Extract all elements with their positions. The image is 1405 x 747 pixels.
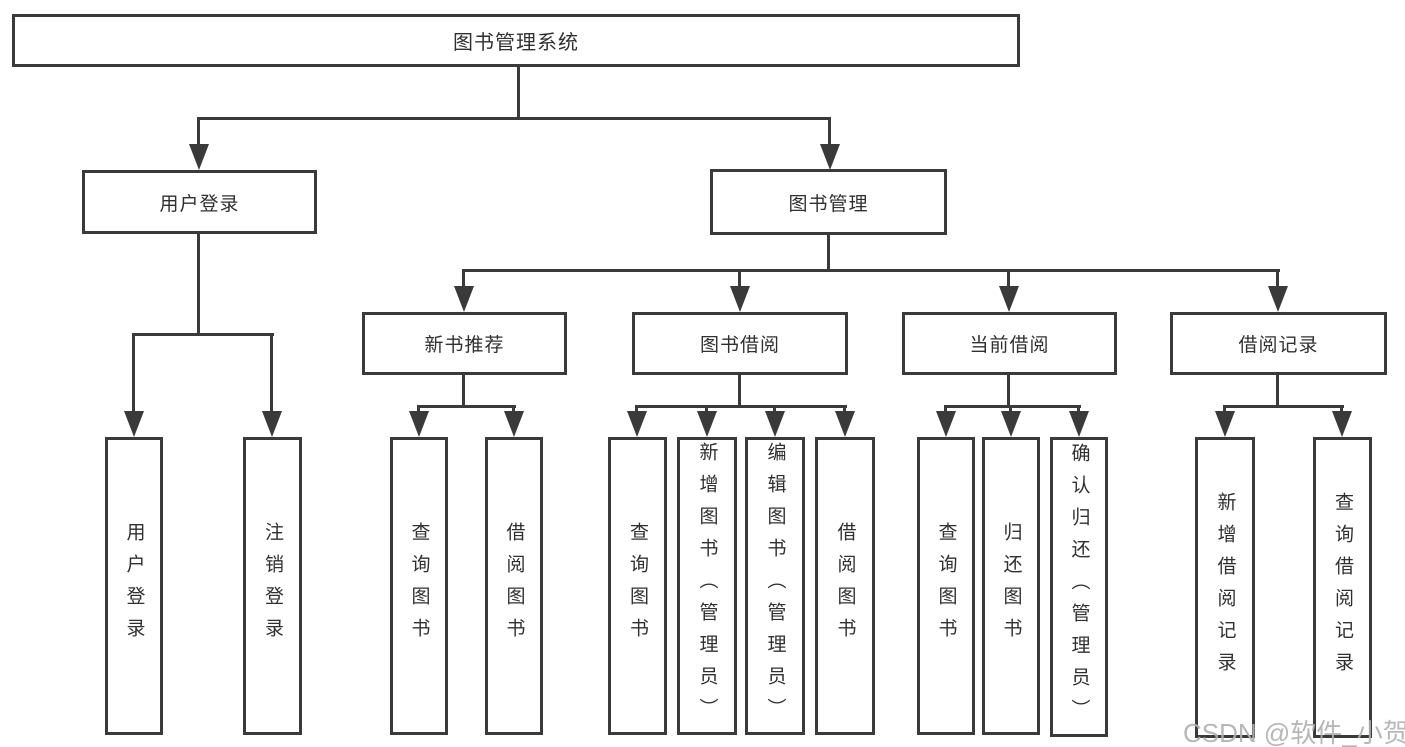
down-arrow-icon — [835, 405, 855, 437]
down-arrow-icon — [1268, 269, 1288, 312]
connector-records-trunk — [1276, 374, 1279, 407]
node-book-management: 图书管理 — [710, 169, 947, 235]
leaf-label: 查询图书 — [935, 522, 957, 650]
node-leaf-borrow-books-2: 借阅图书 — [815, 437, 875, 735]
csdn-watermark: CSDN @软件_小贺同学 — [1183, 718, 1405, 747]
node-borrowing-records-label: 借阅记录 — [1238, 335, 1319, 356]
node-leaf-query-books-1: 查询图书 — [390, 437, 448, 735]
node-leaf-edit-book-admin: 编辑图书（管理员） — [745, 437, 805, 735]
down-arrow-icon — [820, 117, 840, 170]
node-user-login-label: 用户登录 — [159, 193, 240, 215]
node-leaf-user-login: 用户登录 — [105, 437, 163, 735]
leaf-label: 查询图书 — [627, 522, 648, 650]
node-leaf-add-book-admin: 新增图书（管理员） — [677, 437, 737, 735]
down-arrow-icon — [124, 333, 144, 437]
leaf-label: 新增借阅记录 — [1214, 491, 1236, 684]
node-book-management-label: 图书管理 — [788, 193, 869, 215]
node-leaf-logout: 注销登录 — [243, 437, 302, 735]
down-arrow-icon — [999, 269, 1019, 312]
down-arrow-icon — [409, 405, 429, 437]
connector-root-trunk — [517, 66, 520, 120]
down-arrow-icon — [1332, 405, 1352, 437]
node-leaf-return-book: 归还图书 — [982, 437, 1040, 735]
down-arrow-icon — [1215, 405, 1235, 437]
connector-current-rail — [944, 405, 1081, 408]
connector-level1-rail — [197, 117, 831, 120]
connector-book-mgmt-trunk — [827, 234, 830, 272]
leaf-label: 查询借阅记录 — [1332, 491, 1353, 684]
leaf-label: 借阅图书 — [834, 522, 856, 650]
node-leaf-add-borrow-record: 新增借阅记录 — [1195, 437, 1255, 738]
connector-recommend-trunk — [462, 374, 465, 407]
node-book-borrowing-label: 图书借阅 — [699, 335, 780, 356]
connector-borrowing-trunk — [738, 374, 741, 407]
down-arrow-icon — [730, 269, 750, 312]
connector-recommend-rail — [417, 405, 516, 408]
node-current-borrowing: 当前借阅 — [902, 312, 1117, 375]
node-book-borrowing: 图书借阅 — [632, 312, 848, 375]
down-arrow-icon — [1001, 405, 1021, 437]
connector-borrowing-rail — [635, 405, 847, 408]
node-borrowing-records: 借阅记录 — [1170, 312, 1387, 375]
leaf-label: 归还图书 — [1000, 522, 1022, 650]
leaf-label: 确认归还（管理员） — [1068, 443, 1090, 731]
leaf-label: 查询图书 — [408, 522, 430, 650]
node-leaf-query-books-3: 查询图书 — [917, 437, 975, 735]
leaf-label: 新增图书（管理员） — [696, 442, 718, 730]
down-arrow-icon — [1069, 405, 1089, 437]
down-arrow-icon — [262, 333, 282, 437]
connector-user-login-rail — [132, 333, 274, 336]
node-leaf-borrow-books-1: 借阅图书 — [485, 437, 543, 735]
down-arrow-icon — [697, 405, 717, 437]
node-leaf-query-books-2: 查询图书 — [608, 437, 667, 735]
node-current-borrowing-label: 当前借阅 — [969, 335, 1050, 356]
node-leaf-query-borrow-record: 查询借阅记录 — [1313, 437, 1372, 738]
down-arrow-icon — [189, 117, 209, 170]
leaf-label: 借阅图书 — [503, 522, 525, 650]
down-arrow-icon — [765, 405, 785, 437]
leaf-label: 用户登录 — [123, 522, 145, 650]
node-library-system-label: 图书管理系统 — [453, 32, 579, 54]
node-library-system: 图书管理系统 — [12, 14, 1020, 67]
node-new-book-recommend-label: 新书推荐 — [424, 335, 505, 356]
node-leaf-confirm-return-admin: 确认归还（管理员） — [1050, 437, 1108, 737]
connector-current-trunk — [1007, 374, 1010, 407]
node-user-login: 用户登录 — [82, 170, 317, 234]
node-new-book-recommend: 新书推荐 — [362, 312, 567, 375]
connector-user-login-trunk — [197, 233, 200, 335]
leaf-label: 编辑图书（管理员） — [764, 442, 786, 730]
down-arrow-icon — [454, 269, 474, 312]
leaf-label: 注销登录 — [262, 522, 283, 650]
connector-records-rail — [1223, 405, 1344, 408]
down-arrow-icon — [627, 405, 647, 437]
connector-level2-rail — [462, 269, 1280, 272]
down-arrow-icon — [936, 405, 956, 437]
down-arrow-icon — [504, 405, 524, 437]
